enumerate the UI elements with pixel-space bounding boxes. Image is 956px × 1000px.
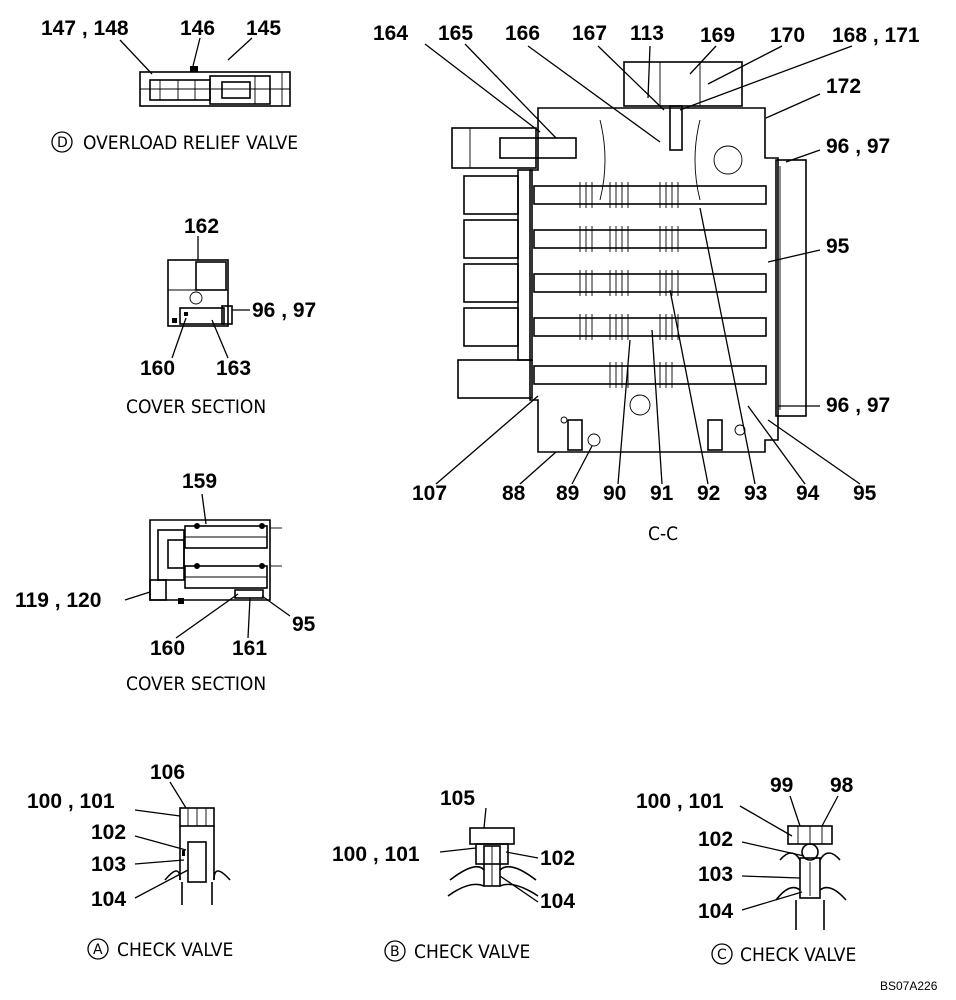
label-93: 93	[744, 482, 767, 505]
label-104-c: 104	[698, 900, 733, 923]
label-100-101-b: 100 , 101	[332, 843, 420, 866]
label-99: 99	[770, 774, 793, 797]
label-94: 94	[796, 482, 820, 505]
label-95-bottom: 95	[853, 482, 877, 505]
c-c-section-drawing	[451, 61, 807, 453]
label-102-b: 102	[540, 847, 575, 870]
circled-letter-d	[51, 131, 73, 153]
label-168-171: 168 , 171	[832, 24, 920, 47]
label-92: 92	[697, 482, 720, 505]
label-100-101-a: 100 , 101	[27, 790, 115, 813]
label-172: 172	[826, 75, 861, 98]
drawing-code: BS07A226	[880, 979, 938, 993]
label-89: 89	[556, 482, 579, 505]
c-c-leader-lines	[424, 43, 861, 485]
label-95-right: 95	[826, 235, 850, 258]
label-100-101-c: 100 , 101	[636, 790, 724, 813]
label-90: 90	[603, 482, 626, 505]
label-98: 98	[830, 774, 854, 797]
circled-letter-c	[711, 943, 733, 965]
label-162: 162	[184, 215, 219, 238]
circled-letter-b	[384, 940, 406, 962]
label-102-c: 102	[698, 828, 733, 851]
label-119-120: 119 , 120	[15, 589, 101, 612]
label-113: 113	[630, 22, 664, 45]
label-147-148: 147 , 148	[41, 17, 129, 40]
label-169: 169	[700, 24, 735, 47]
label-165: 165	[438, 22, 473, 45]
label-102-a: 102	[91, 821, 126, 844]
label-161: 161	[232, 637, 267, 660]
label-106: 106	[150, 761, 185, 784]
label-163: 163	[216, 357, 251, 380]
caption-letter-a: A	[93, 942, 103, 958]
label-107: 107	[412, 482, 447, 505]
caption-check-valve-b: CHECK VALVE	[414, 941, 530, 963]
label-164: 164	[373, 22, 408, 45]
caption-letter-b: B	[390, 944, 400, 960]
label-167: 167	[572, 22, 607, 45]
cover-section-2-drawing	[149, 519, 282, 604]
label-96-97-top: 96 , 97	[826, 135, 890, 158]
caption-check-valve-c: CHECK VALVE	[740, 944, 856, 966]
circled-letter-a	[87, 938, 109, 960]
label-159: 159	[182, 470, 217, 493]
label-103-c: 103	[698, 863, 733, 886]
caption-c-c: C-C	[648, 523, 678, 545]
caption-cover-section-2: COVER SECTION	[126, 673, 266, 695]
label-88: 88	[502, 482, 526, 505]
label-166: 166	[505, 22, 540, 45]
cover-section-1-drawing	[167, 259, 233, 327]
label-96-97-cover1: 96 , 97	[252, 299, 316, 322]
label-170: 170	[770, 24, 805, 47]
label-103-a: 103	[91, 853, 126, 876]
check-valve-b-drawing	[447, 827, 539, 897]
label-91: 91	[650, 482, 674, 505]
label-96-97-bottom: 96 , 97	[826, 394, 890, 417]
label-104-b: 104	[540, 890, 575, 913]
label-104-a: 104	[91, 888, 126, 911]
label-146: 146	[180, 17, 215, 40]
label-105: 105	[440, 787, 475, 810]
caption-check-valve-a: CHECK VALVE	[117, 939, 233, 961]
caption-overload-relief-valve: OVERLOAD RELIEF VALVE	[83, 132, 298, 154]
check-valve-a-drawing	[164, 807, 231, 905]
label-160-cover1: 160	[140, 357, 175, 380]
caption-letter-d: D	[57, 135, 68, 151]
caption-cover-section-1: COVER SECTION	[126, 396, 266, 418]
label-160-cover2: 160	[150, 637, 185, 660]
label-95-cover2: 95	[292, 613, 316, 636]
overload-relief-valve-drawing	[139, 66, 291, 107]
caption-letter-c: C	[717, 947, 727, 963]
label-145: 145	[246, 17, 281, 40]
